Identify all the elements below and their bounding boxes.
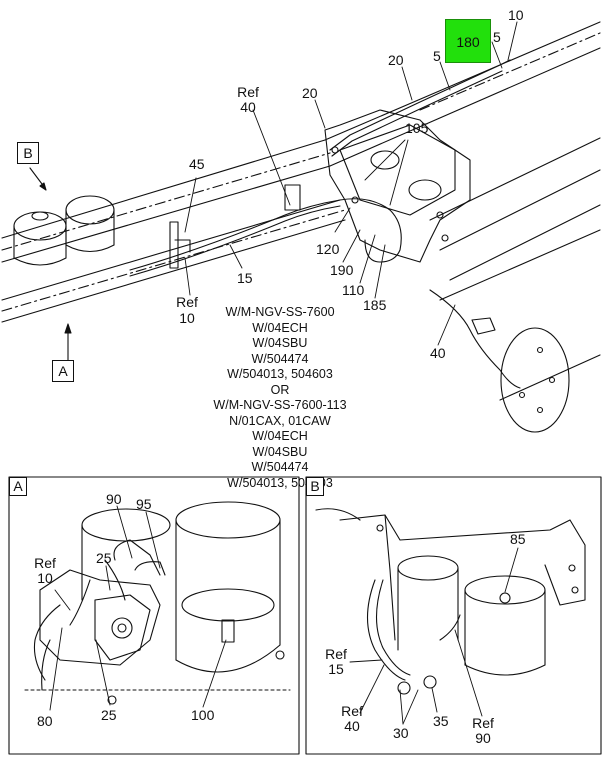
fuel-lines [129,59,511,277]
callout-5-right[interactable]: 5 [493,29,501,45]
detail-b-callout-ref-90-num[interactable]: 90 [475,730,491,746]
view-arrows [29,167,72,361]
detail-b-leaders [349,547,519,725]
callout-ref-10-ref[interactable]: Ref [176,294,198,310]
callout-10[interactable]: 10 [508,7,524,23]
detail-b-frame [305,476,602,755]
callout-110[interactable]: 110 [342,282,365,298]
callout-45[interactable]: 45 [189,156,205,172]
callout-40[interactable]: 40 [430,345,446,361]
detail-a-callout-95[interactable]: 95 [136,496,152,512]
detail-b-callout-35[interactable]: 35 [433,713,449,729]
callout-105[interactable]: 105 [405,120,429,136]
detail-b-drawing [315,508,586,695]
detail-a-drawing [24,501,291,705]
callout-185[interactable]: 185 [363,297,387,313]
detail-b-callout-85[interactable]: 85 [510,531,526,547]
callout-5-left[interactable]: 5 [433,48,441,64]
applicability-note: W/M-NGV-SS-7600 W/04ECH W/04SBU W/504474… [190,305,370,491]
note-line: W/504013, 504603 [227,475,333,490]
detail-b-callout-ref-15-ref[interactable]: Ref [325,646,347,662]
detail-a-callout-ref-10-num[interactable]: 10 [37,570,53,586]
view-marker-a[interactable]: A [52,360,74,382]
detail-a-callout-25-upper[interactable]: 25 [96,550,112,566]
note-line: W/M-NGV-SS-7600 [225,305,335,319]
detail-b-callout-ref-15-num[interactable]: 15 [328,661,344,677]
callout-20-upper[interactable]: 20 [388,52,404,68]
note-line: W/504474 [251,351,309,366]
detail-a-frame [8,476,300,755]
detail-a-tab: A [9,477,27,496]
note-line: W/04ECH [252,429,308,443]
frame-rail-upper [1,21,601,263]
right-tank [429,229,601,433]
view-marker-b[interactable]: B [17,142,39,164]
left-tanks [13,195,115,266]
callout-ref-40-ref[interactable]: Ref [237,84,259,100]
detail-b-tab: B [306,477,324,496]
detail-a-callout-25-lower[interactable]: 25 [101,707,117,723]
note-line: N/01CAX, 01CAW [229,413,331,428]
note-line: W/04SBU [252,444,308,459]
leader-lines [184,21,518,346]
note-line: OR [270,382,290,397]
note-line: W/504474 [251,460,309,474]
callout-ref-10-num[interactable]: 10 [179,310,195,326]
detail-b-callout-ref-40-num[interactable]: 40 [344,718,360,734]
detail-a-callout-ref-10-ref[interactable]: Ref [34,555,56,571]
note-line: W/04ECH [252,320,308,335]
highlighted-callout-180[interactable]: 180 [445,19,491,63]
detail-a-callout-80[interactable]: 80 [37,713,53,729]
callout-120[interactable]: 120 [316,241,340,257]
detail-a-callout-90[interactable]: 90 [106,491,122,507]
callout-20-lower[interactable]: 20 [302,85,318,101]
frame-rail-lower [1,137,601,323]
detail-a-callout-100[interactable]: 100 [191,707,215,723]
callout-15[interactable]: 15 [237,270,253,286]
note-line: W/04SBU [252,336,308,350]
detail-a-leaders [49,505,227,711]
note-line: W/M-NGV-SS-7600-113 [213,398,347,412]
callout-ref-40-num[interactable]: 40 [240,99,256,115]
detail-b-callout-30[interactable]: 30 [393,725,409,741]
note-line: W/504013, 504603 [227,367,333,381]
detail-b-callout-ref-40-ref[interactable]: Ref [341,703,363,719]
cross-member [324,109,471,263]
detail-b-callout-ref-90-ref[interactable]: Ref [472,715,494,731]
callout-190[interactable]: 190 [330,262,354,278]
